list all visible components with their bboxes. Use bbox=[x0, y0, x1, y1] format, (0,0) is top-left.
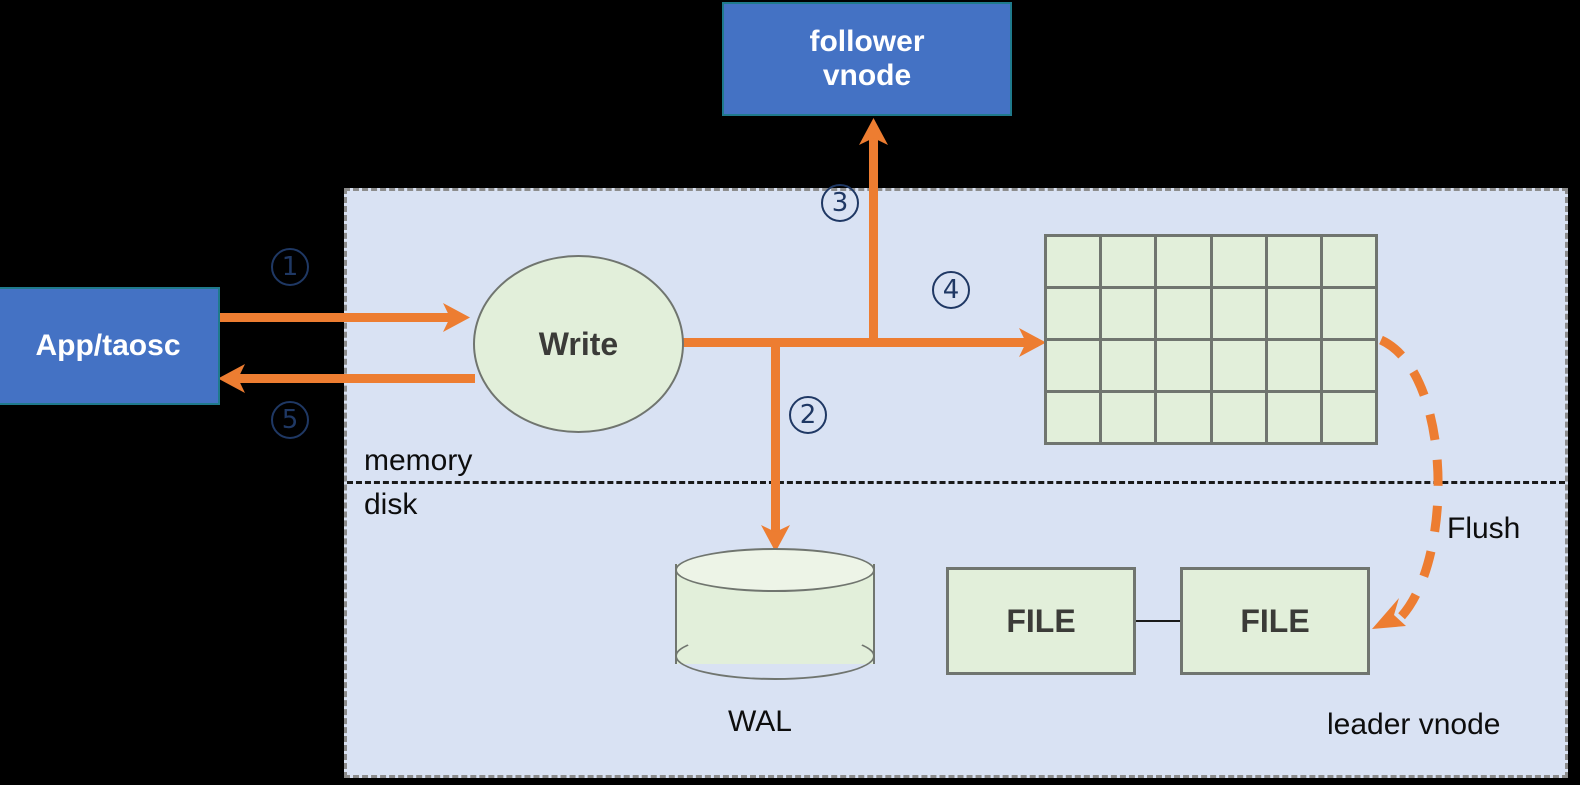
step-number-4: 4 bbox=[932, 271, 970, 309]
arrow-app-to-write-line bbox=[220, 313, 460, 322]
memtable-cell bbox=[1157, 341, 1210, 390]
arrowhead-to-follower bbox=[859, 118, 888, 145]
memtable-cell bbox=[1047, 237, 1100, 286]
flush-label: Flush bbox=[1447, 512, 1521, 545]
memtable-cell bbox=[1212, 393, 1265, 442]
memtable-cell bbox=[1212, 237, 1265, 286]
flush-dashed-curve bbox=[1378, 335, 1443, 622]
memtable-cell bbox=[1267, 237, 1320, 286]
arrow-write-to-wal-line bbox=[771, 342, 780, 534]
file-box-1[interactable]: FILE bbox=[946, 567, 1136, 675]
wal-cylinder[interactable] bbox=[675, 548, 875, 680]
memtable-cell bbox=[1322, 237, 1375, 286]
memtable-cell bbox=[1102, 237, 1155, 286]
follower-vnode-label: follower vnode bbox=[809, 25, 924, 94]
memtable-cell bbox=[1047, 289, 1100, 338]
wal-cylinder-bottom bbox=[675, 632, 875, 680]
app-taosc-box[interactable]: App/taosc bbox=[0, 287, 220, 405]
arrowhead-to-write bbox=[443, 303, 470, 332]
step-number-5: 5 bbox=[271, 401, 309, 439]
step-number-3: 3 bbox=[821, 184, 859, 222]
arrowhead-to-wal bbox=[761, 525, 790, 552]
wal-cylinder-top bbox=[675, 548, 875, 592]
disk-label: disk bbox=[364, 488, 418, 521]
memory-disk-divider bbox=[347, 481, 1565, 484]
arrow-write-to-follower-line bbox=[869, 132, 878, 343]
leader-vnode-label: leader vnode bbox=[1327, 708, 1501, 741]
memtable-cell bbox=[1102, 289, 1155, 338]
follower-vnode-box[interactable]: follower vnode bbox=[722, 2, 1012, 116]
wal-label: WAL bbox=[728, 705, 792, 738]
app-taosc-label: App/taosc bbox=[35, 328, 181, 362]
file-box-1-label: FILE bbox=[1006, 602, 1076, 639]
memtable-cell bbox=[1322, 341, 1375, 390]
memtable-cell bbox=[1102, 393, 1155, 442]
arrowhead-to-memtable bbox=[1019, 328, 1046, 357]
memory-label: memory bbox=[364, 444, 473, 477]
memtable-cell bbox=[1102, 341, 1155, 390]
memtable-cell bbox=[1322, 393, 1375, 442]
memtable-cell bbox=[1157, 289, 1210, 338]
memtable-cell bbox=[1267, 341, 1320, 390]
arrowhead-flush bbox=[1372, 598, 1406, 629]
memtable-cell bbox=[1212, 341, 1265, 390]
memtable-cell bbox=[1047, 393, 1100, 442]
step-number-1: 1 bbox=[271, 248, 309, 286]
write-node[interactable]: Write bbox=[473, 255, 684, 433]
arrow-write-to-memtable-line bbox=[680, 338, 1038, 347]
memtable-cell bbox=[1322, 289, 1375, 338]
file-connector-line bbox=[1136, 620, 1180, 622]
memtable-cell bbox=[1267, 393, 1320, 442]
follower-vnode-label-line2: vnode bbox=[822, 59, 912, 92]
arrow-write-to-app-line bbox=[232, 374, 475, 383]
step-number-2: 2 bbox=[789, 396, 827, 434]
arrowhead-to-app bbox=[218, 364, 245, 393]
memtable-cell bbox=[1157, 237, 1210, 286]
memtable-cell bbox=[1212, 289, 1265, 338]
write-label: Write bbox=[538, 325, 619, 362]
file-box-2[interactable]: FILE bbox=[1180, 567, 1370, 675]
follower-vnode-label-line1: follower bbox=[809, 24, 925, 58]
memtable-grid bbox=[1044, 234, 1378, 445]
file-box-2-label: FILE bbox=[1240, 602, 1310, 639]
memtable-cell bbox=[1267, 289, 1320, 338]
memtable-cell bbox=[1157, 393, 1210, 442]
memtable-cell bbox=[1047, 341, 1100, 390]
